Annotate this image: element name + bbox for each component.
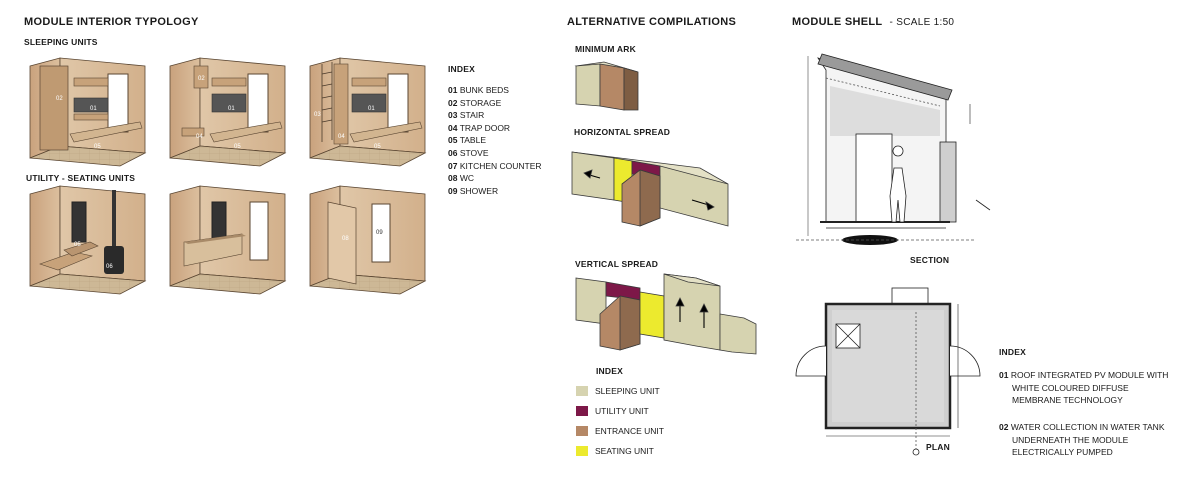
minimum-ark-block bbox=[574, 61, 639, 111]
shell-scale: - SCALE 1:50 bbox=[889, 17, 955, 28]
index-item: 04 TRAP DOOR bbox=[448, 122, 511, 133]
sleeping-unit-b: 02 01 04 05 bbox=[169, 57, 287, 167]
vertical-spread-label: VERTICAL SPREAD bbox=[575, 259, 659, 269]
svg-text:01: 01 bbox=[90, 106, 97, 112]
plan-drawing bbox=[795, 287, 981, 456]
svg-text:01: 01 bbox=[228, 106, 235, 112]
minimum-ark-label: MINIMUM ARK bbox=[575, 44, 636, 54]
svg-text:05: 05 bbox=[94, 144, 101, 150]
sleeping-unit-swatch bbox=[576, 386, 588, 396]
legend-label: UTILITY UNIT bbox=[595, 406, 649, 416]
svg-text:04: 04 bbox=[338, 134, 345, 140]
shell-title: MODULE SHELL - SCALE 1:50 bbox=[792, 16, 954, 28]
svg-text:03: 03 bbox=[314, 112, 321, 118]
svg-text:06: 06 bbox=[106, 264, 113, 270]
compilations-title: ALTERNATIVE COMPILATIONS bbox=[567, 16, 737, 28]
legend-label: SLEEPING UNIT bbox=[595, 386, 660, 396]
utility-unit-stove: 05 06 bbox=[29, 185, 147, 295]
svg-text:01: 01 bbox=[368, 106, 375, 112]
legend-label: SEATING UNIT bbox=[595, 446, 654, 456]
svg-text:05: 05 bbox=[234, 144, 241, 150]
svg-text:08: 08 bbox=[342, 236, 349, 242]
index-item: 01 BUNK BEDS bbox=[448, 85, 509, 95]
legend-label: ENTRANCE UNIT bbox=[595, 426, 664, 436]
svg-text:09: 09 bbox=[376, 230, 383, 236]
section-drawing bbox=[796, 53, 991, 245]
seating-unit-swatch bbox=[576, 446, 588, 456]
index-item: 07 KITCHEN COUNTER bbox=[448, 160, 542, 171]
utility-seating-units-label: UTILITY - SEATING UNITS bbox=[26, 173, 136, 183]
utility-unit-swatch bbox=[576, 406, 588, 416]
utility-unit-kitchen bbox=[169, 185, 287, 295]
interior-index-list: 01 BUNK BEDS 02 STORAGE 03 STAIR 04 TRAP… bbox=[448, 84, 542, 197]
vertical-spread-blocks bbox=[575, 273, 757, 355]
interior-title: MODULE INTERIOR TYPOLOGY bbox=[24, 16, 199, 28]
svg-text:05: 05 bbox=[74, 242, 81, 248]
index-item: 08 WC bbox=[448, 173, 475, 184]
index-item: 03 STAIR bbox=[448, 110, 485, 121]
horizontal-spread-blocks bbox=[571, 151, 729, 227]
svg-text:02: 02 bbox=[56, 96, 63, 102]
svg-text:02: 02 bbox=[198, 76, 205, 82]
plan-label: PLAN bbox=[926, 442, 950, 452]
shell-title-text: MODULE SHELL bbox=[792, 16, 883, 28]
svg-text:04: 04 bbox=[196, 134, 203, 140]
index-item: 06 STOVE bbox=[448, 147, 489, 158]
index-item: 09 SHOWER bbox=[448, 185, 499, 196]
index-item: 05 TABLE bbox=[448, 135, 486, 146]
sleeping-unit-c: 03 01 04 05 bbox=[309, 57, 427, 167]
section-label: SECTION bbox=[910, 255, 950, 265]
index-item: 02 STORAGE bbox=[448, 97, 502, 108]
shell-note-01: 01 ROOF INTEGRATED PV MODULE WITH WHITE … bbox=[999, 370, 1169, 405]
entrance-unit-swatch bbox=[576, 426, 588, 436]
sleeping-unit-a: 02 01 05 bbox=[29, 57, 147, 167]
horizontal-spread-label: HORIZONTAL SPREAD bbox=[574, 127, 671, 137]
svg-text:05: 05 bbox=[374, 144, 381, 150]
shell-note-02: 02 WATER COLLECTION IN WATER TANK UNDERN… bbox=[999, 422, 1165, 457]
interior-index-title: INDEX bbox=[448, 64, 475, 74]
utility-unit-wc: 08 09 bbox=[309, 185, 427, 295]
shell-index-title: INDEX bbox=[999, 347, 1026, 357]
sleeping-units-label: SLEEPING UNITS bbox=[24, 37, 98, 47]
compilations-legend-title: INDEX bbox=[596, 366, 623, 376]
